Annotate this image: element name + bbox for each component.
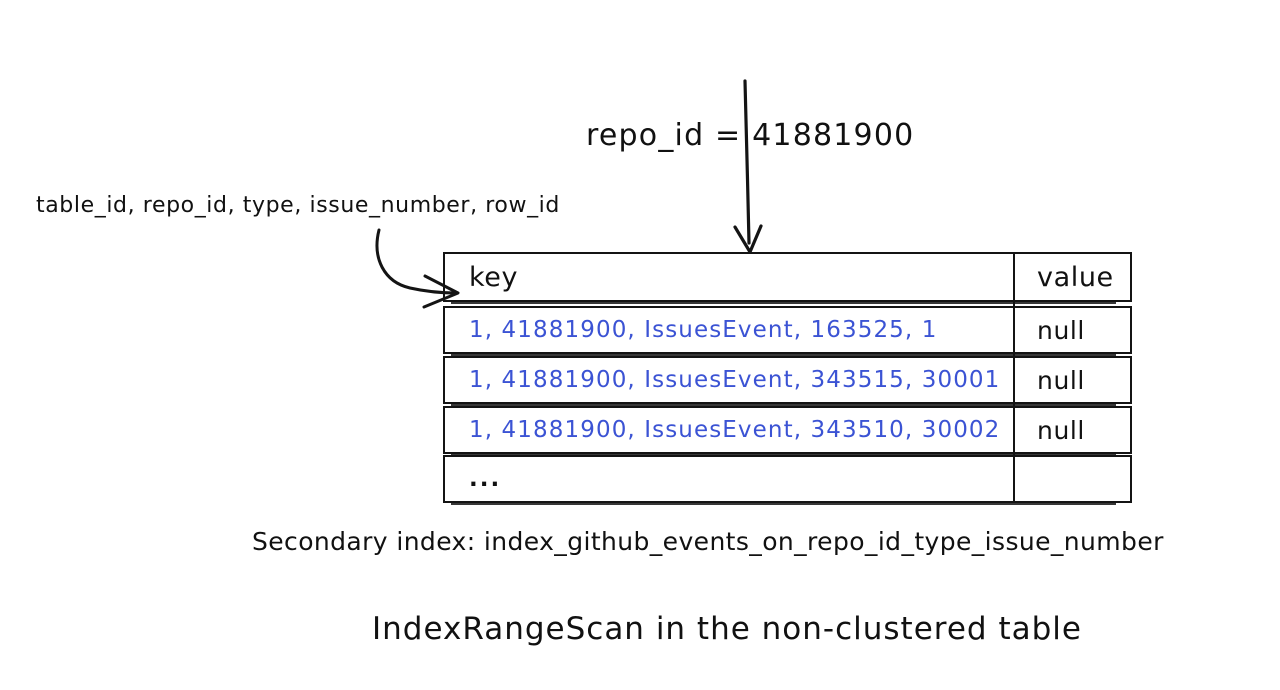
table-column-divider xyxy=(1013,252,1016,503)
header-cell-key: key xyxy=(445,254,1015,300)
table-row-ellipsis: ... xyxy=(443,455,1132,505)
secondary-index-caption: Secondary index: index_github_events_on_… xyxy=(252,527,1164,556)
row-key-cell: 1, 41881900, IssuesEvent, 343515, 30001 xyxy=(445,358,1015,402)
row-value-text: null xyxy=(1037,415,1085,445)
header-label-key: key xyxy=(469,261,519,293)
row-key-cell: ... xyxy=(445,457,1015,501)
row-value-cell: null xyxy=(1015,308,1130,352)
header-label-value: value xyxy=(1037,261,1114,293)
row-value-cell: null xyxy=(1015,408,1130,452)
key-value-table: key value 1, 41881900, IssuesEvent, 1635… xyxy=(443,252,1132,505)
row-key-text: 1, 41881900, IssuesEvent, 163525, 1 xyxy=(469,317,938,343)
predicate-label: repo_id = 41881900 xyxy=(586,118,915,153)
row-key-text: 1, 41881900, IssuesEvent, 343510, 30002 xyxy=(469,417,1001,443)
row-key-cell: 1, 41881900, IssuesEvent, 163525, 1 xyxy=(445,308,1015,352)
row-key-text: 1, 41881900, IssuesEvent, 343515, 30001 xyxy=(469,367,1001,393)
index-columns-label: table_id, repo_id, type, issue_number, r… xyxy=(36,193,560,218)
row-value-text: null xyxy=(1037,315,1085,345)
row-ellipsis-text: ... xyxy=(469,466,502,492)
row-value-cell: null xyxy=(1015,358,1130,402)
table-header-row: key value xyxy=(443,252,1132,304)
row-key-cell: 1, 41881900, IssuesEvent, 343510, 30002 xyxy=(445,408,1015,452)
table-row: 1, 41881900, IssuesEvent, 343510, 30002 … xyxy=(443,406,1132,456)
table-row: 1, 41881900, IssuesEvent, 343515, 30001 … xyxy=(443,356,1132,406)
row-value-cell xyxy=(1015,457,1130,501)
table-row: 1, 41881900, IssuesEvent, 163525, 1 null xyxy=(443,306,1132,356)
header-cell-value: value xyxy=(1015,254,1130,300)
row-value-text: null xyxy=(1037,365,1085,395)
predicate-arrow-icon xyxy=(733,79,763,254)
scan-type-caption: IndexRangeScan in the non-clustered tabl… xyxy=(372,611,1082,647)
